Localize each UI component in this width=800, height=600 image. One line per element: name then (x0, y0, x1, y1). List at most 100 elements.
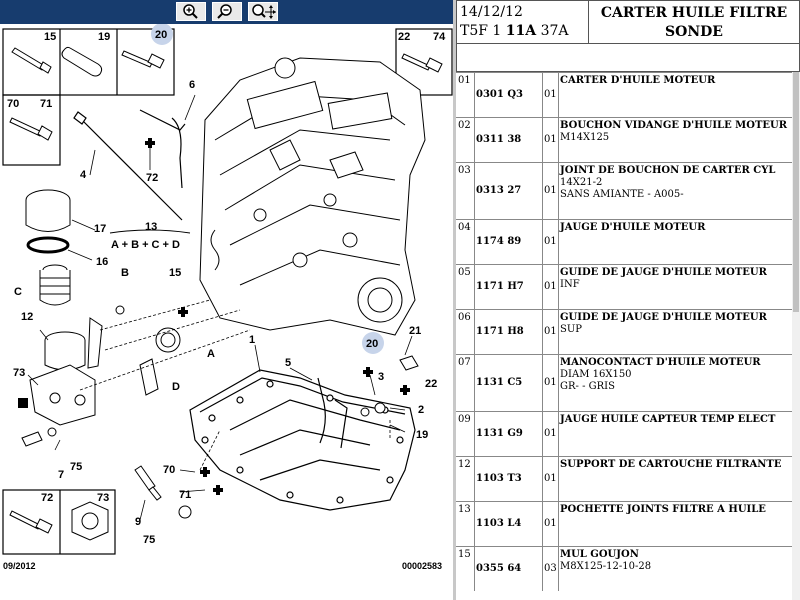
part-description: CARTER D'HUILE MOTEUR (560, 75, 716, 86)
callout-21: 21 (409, 325, 421, 337)
callout-5: 5 (285, 357, 291, 369)
part-row-number: 05 (458, 267, 471, 278)
exploded-parts-diagram: 15 19 20 22 74 70 71 72 73 6 4 72 17 13 … (0, 24, 455, 600)
scrollbar-thumb[interactable] (793, 72, 799, 312)
callout-20: 20 (366, 338, 378, 350)
part-quantity: 01 (544, 236, 557, 247)
part-quantity: 01 (544, 185, 557, 196)
callout-75-bottom: 75 (143, 534, 155, 546)
part-quantity: 01 (544, 326, 557, 337)
callout-19: 19 (416, 429, 428, 441)
diagram-date-code: 09/2012 (3, 561, 36, 571)
part-row-number: 01 (458, 75, 471, 86)
part-row-number: 13 (458, 504, 471, 515)
part-description: POCHETTE JOINTS FILTRE A HUILE (560, 504, 766, 515)
callout-6: 6 (189, 79, 195, 91)
part-row-number: 15 (458, 549, 471, 560)
diagram-doc-number: 00002583 (402, 561, 442, 571)
part-reference[interactable]: 1103 L4 (476, 518, 522, 529)
callout-73: 73 (13, 367, 25, 379)
box-label-73: 73 (97, 492, 109, 504)
part-quantity: 01 (544, 281, 557, 292)
part-reference[interactable]: 1174 89 (476, 236, 522, 247)
callout-17: 17 (94, 223, 106, 235)
box-label-74: 74 (433, 31, 446, 43)
box-label-19: 19 (98, 31, 110, 43)
part-reference[interactable]: 1131 C5 (476, 377, 523, 388)
callout-b: B (121, 267, 129, 279)
callout-71: 71 (179, 489, 191, 501)
header-title: CARTER HUILE FILTRE SONDE (600, 5, 788, 40)
part-reference[interactable]: 1171 H7 (476, 281, 524, 292)
box-label-72: 72 (41, 492, 53, 504)
parts-header: 14/12/12 T5F 1 11A 37A CARTER HUILE FILT… (456, 0, 800, 72)
part-row-number: 09 (458, 414, 471, 425)
callout-2: 2 (418, 404, 424, 416)
zoom-out-button[interactable] (212, 2, 242, 21)
part-reference[interactable]: 0301 Q3 (476, 89, 523, 100)
part-reference[interactable]: 1171 H8 (476, 326, 524, 337)
part-reference[interactable]: 0311 38 (476, 134, 522, 145)
part-reference[interactable]: 0313 27 (476, 185, 522, 196)
panel-divider[interactable] (453, 0, 456, 600)
part-reference[interactable]: 1131 G9 (476, 428, 523, 439)
callout-75-left: 75 (70, 461, 82, 473)
zoom-fit-button[interactable] (248, 2, 278, 21)
part-quantity: 01 (544, 377, 557, 388)
part-reference[interactable]: 0355 64 (476, 563, 522, 574)
callout-13-parts: A + B + C + D (111, 239, 180, 251)
callout-7: 7 (58, 469, 64, 481)
header-blank-cell (456, 43, 800, 72)
callout-72: 72 (146, 172, 158, 184)
part-quantity: 01 (544, 428, 557, 439)
box-label-15: 15 (44, 31, 56, 43)
header-date: 14/12/12 (460, 4, 523, 20)
part-row-number: 12 (458, 459, 471, 470)
parts-scrollbar[interactable] (792, 72, 800, 600)
callout-c: C (14, 286, 22, 298)
callout-12: 12 (21, 311, 33, 323)
part-quantity: 01 (544, 518, 557, 529)
zoom-out-icon (217, 4, 232, 19)
zoom-in-icon (183, 4, 198, 19)
zoom-in-button[interactable] (176, 2, 206, 21)
callout-a: A (207, 348, 215, 360)
part-row-number: 06 (458, 312, 471, 323)
part-quantity: 01 (544, 473, 557, 484)
callout-9: 9 (135, 516, 141, 528)
callout-15: 15 (169, 267, 181, 279)
part-row-number: 04 (458, 222, 471, 233)
box-label-22: 22 (398, 31, 410, 43)
callout-3: 3 (378, 371, 384, 383)
zoom-fit-icon (252, 4, 276, 19)
box-label-71: 71 (40, 98, 52, 110)
callout-d: D (172, 381, 180, 393)
header-model: T5F 1 11A 37A (460, 23, 569, 39)
part-row-number: 03 (458, 165, 471, 176)
part-description: SUPPORT DE CARTOUCHE FILTRANTE (560, 459, 782, 470)
part-quantity: 01 (544, 89, 557, 100)
callout-16: 16 (96, 256, 108, 268)
callout-13: 13 (145, 221, 157, 233)
part-description: JAUGE D'HUILE MOTEUR (560, 222, 706, 233)
part-quantity: 01 (544, 134, 557, 145)
diagram-toolbar (0, 0, 455, 24)
part-reference[interactable]: 1103 T3 (476, 473, 522, 484)
